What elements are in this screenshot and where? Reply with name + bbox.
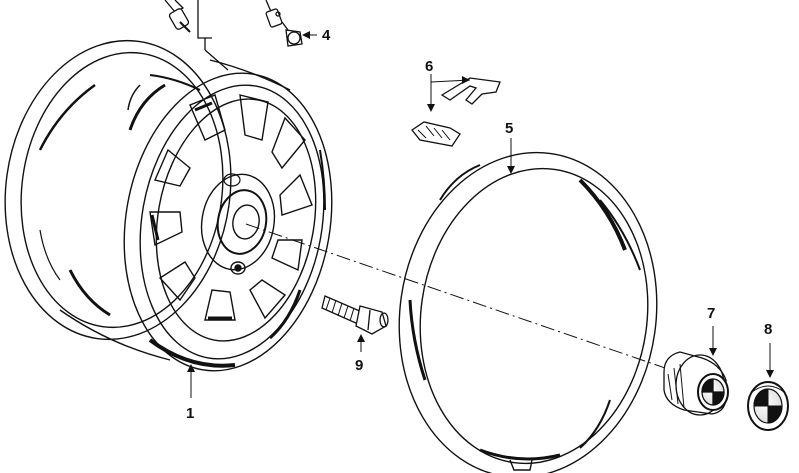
- callout-label-6: 6: [425, 58, 433, 75]
- callout-label-9: 9: [355, 357, 363, 374]
- callout-label-1: 1: [186, 405, 194, 422]
- callout-1: 1: [186, 364, 195, 422]
- valve-stem: [164, 0, 229, 71]
- callout-7: 7: [707, 305, 717, 356]
- emblem-part-8: [747, 381, 789, 431]
- callout-8: 8: [764, 321, 774, 378]
- callout-label-4: 4: [322, 27, 331, 44]
- callout-6: [427, 74, 471, 112]
- callout-4: 4: [302, 27, 331, 44]
- callout-5: 5: [505, 120, 515, 174]
- hub-cap-part-7: [663, 351, 729, 416]
- lug-bolt-part-9: [321, 295, 389, 335]
- callout-label-8: 8: [764, 321, 772, 338]
- trim-ring-part-5: [398, 151, 658, 473]
- balance-weight-part-6: [411, 77, 501, 147]
- valve-cap-part-4: [265, 0, 303, 47]
- callout-9: 9: [355, 334, 365, 374]
- callout-label-5: 5: [505, 120, 513, 137]
- axis-line: [245, 223, 701, 381]
- wheel-rim: [4, 39, 333, 372]
- callout-label-7: 7: [707, 305, 715, 322]
